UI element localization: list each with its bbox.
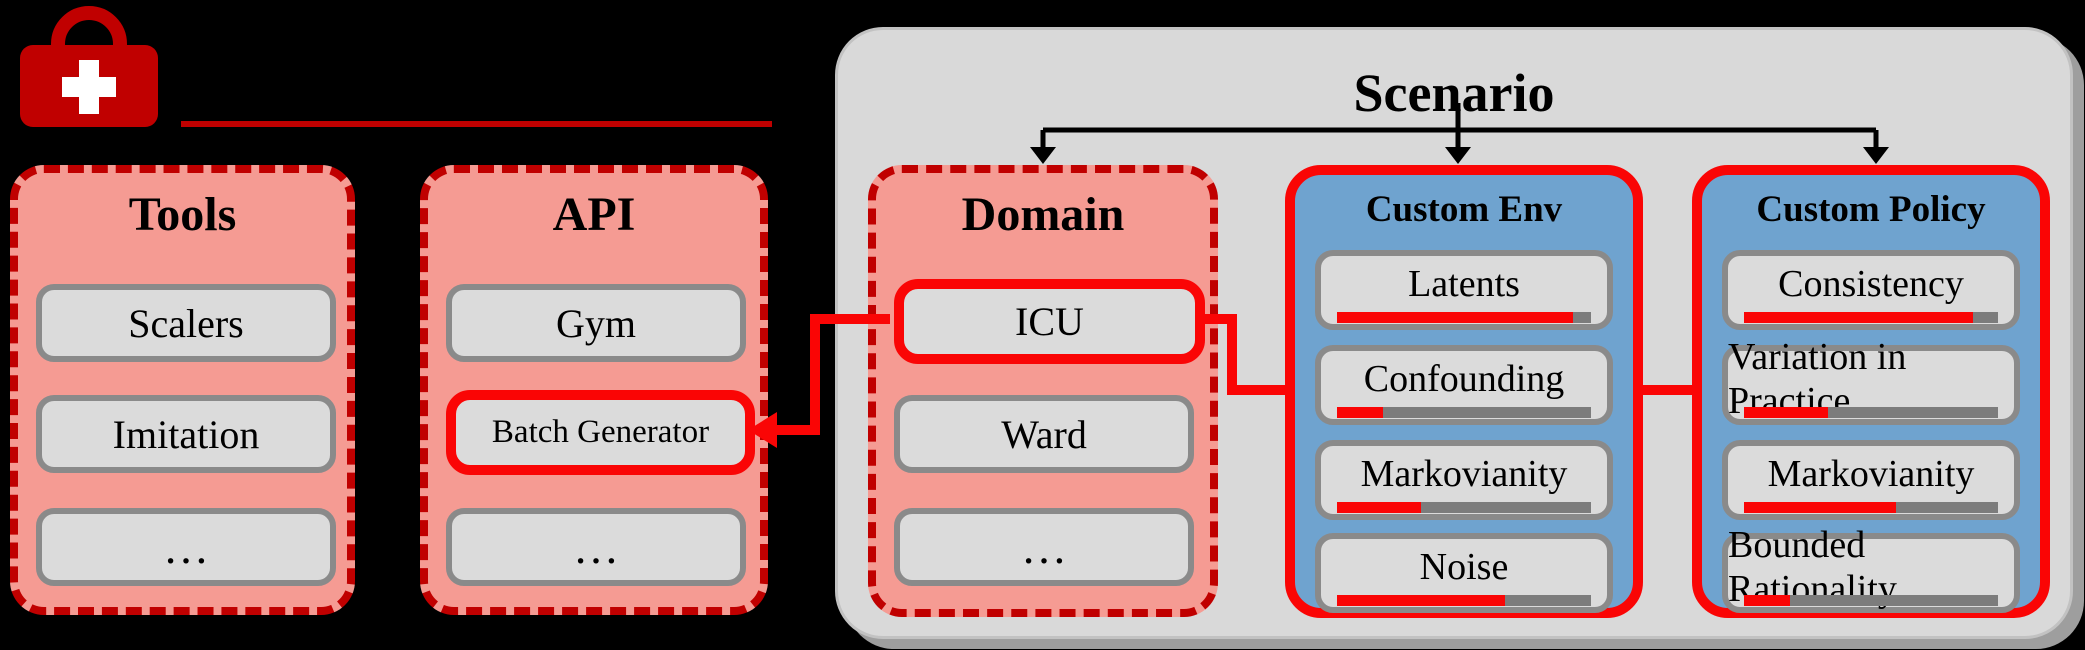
progress-track — [1744, 312, 1998, 323]
item-label: Confounding — [1363, 358, 1565, 400]
custom-policy-item-bounded-rationality: Bounded Rationality — [1722, 524, 2020, 613]
custom-env-item-confounding: Confounding — [1315, 345, 1613, 425]
domain-item-ward: Ward — [894, 395, 1194, 473]
progress-track — [1744, 407, 1998, 418]
item-label: Markovianity — [1767, 453, 1975, 495]
custom-env-item-latents: Latents — [1315, 250, 1613, 330]
domain-group: Domain ICU Ward … — [868, 165, 1218, 617]
api-group: API Gym Batch Generator … — [420, 165, 768, 615]
scenario-title: Scenario — [1353, 63, 1555, 123]
domain-title: Domain — [961, 188, 1125, 241]
tools-item-ellipsis: … — [36, 508, 336, 586]
api-title: API — [552, 188, 636, 241]
tools-item-scalers: Scalers — [36, 284, 336, 362]
item-label: Variation in Practice — [1728, 336, 1907, 422]
progress-fill — [1337, 502, 1421, 513]
api-item-ellipsis: … — [446, 508, 746, 586]
tools-group: Tools Scalers Imitation … — [10, 165, 355, 615]
first-aid-kit-icon — [20, 6, 158, 127]
custom-env-item-markovianity: Markovianity — [1315, 440, 1613, 520]
red-divider-line — [181, 121, 772, 127]
item-label: Noise — [1419, 546, 1509, 588]
progress-fill — [1337, 312, 1574, 323]
progress-fill — [1337, 407, 1383, 418]
api-item-gym: Gym — [446, 284, 746, 362]
item-label: Latents — [1408, 263, 1520, 305]
custom-env-item-noise: Noise — [1315, 533, 1613, 613]
domain-item-ellipsis: … — [894, 508, 1194, 586]
progress-fill — [1337, 595, 1505, 606]
progress-fill — [1744, 595, 1790, 606]
custom-policy-item-variation-in-practice: Variation in Practice — [1722, 336, 2020, 425]
tools-item-imitation: Imitation — [36, 395, 336, 473]
domain-item-icu: ICU — [894, 279, 1205, 364]
progress-track — [1337, 502, 1591, 513]
progress-track — [1744, 595, 1998, 606]
cross-vertical — [79, 60, 99, 114]
custom-policy-group: Custom Policy Consistency Variation in P… — [1692, 165, 2050, 618]
progress-track — [1337, 407, 1591, 418]
tools-title: Tools — [128, 188, 237, 241]
custom-policy-item-consistency: Consistency — [1722, 250, 2020, 330]
progress-fill — [1744, 312, 1973, 323]
progress-track — [1337, 312, 1591, 323]
item-label: Consistency — [1778, 263, 1964, 305]
custom-policy-title: Custom Policy — [1756, 189, 1986, 230]
custom-env-group: Custom Env Latents Confounding Markovian… — [1285, 165, 1643, 618]
progress-fill — [1744, 407, 1828, 418]
progress-track — [1337, 595, 1591, 606]
api-item-batch-generator: Batch Generator — [446, 390, 755, 475]
custom-policy-item-markovianity: Markovianity — [1722, 440, 2020, 520]
progress-track — [1744, 502, 1998, 513]
progress-fill — [1744, 502, 1897, 513]
custom-env-title: Custom Env — [1365, 189, 1563, 230]
item-label: Markovianity — [1360, 453, 1568, 495]
